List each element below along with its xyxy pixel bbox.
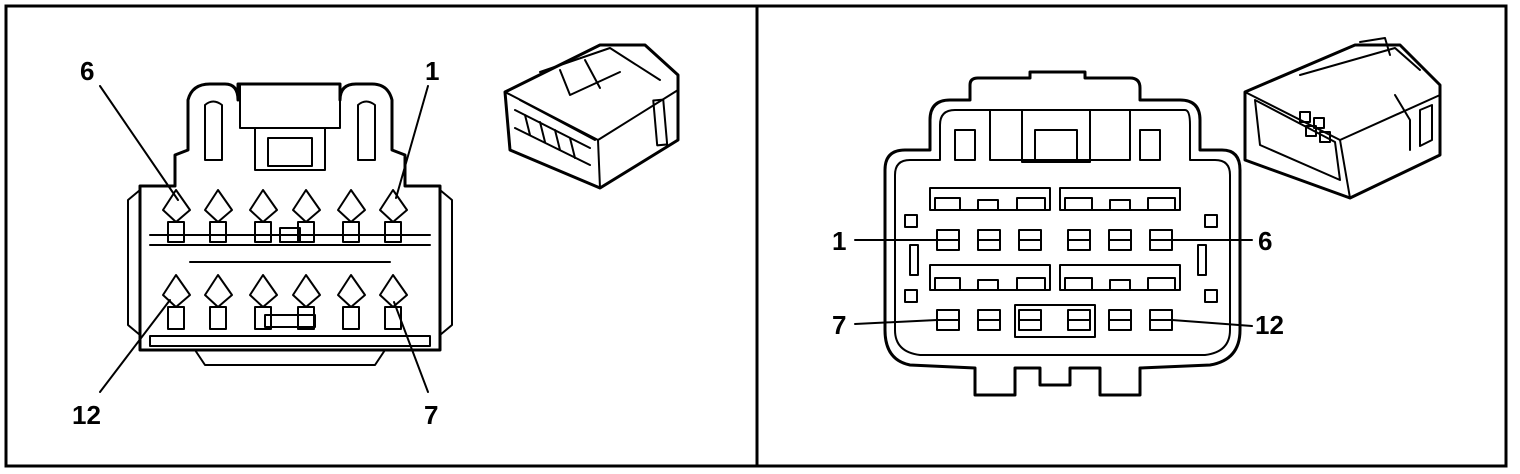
- male-pin-label-1: 1: [832, 226, 846, 256]
- female-pin-label-1: 1: [425, 56, 439, 86]
- terminal-row-lower: [936, 304, 1173, 338]
- female-pin-label-12: 12: [72, 400, 101, 430]
- male-pin-label-6: 6: [1258, 226, 1272, 256]
- panel-frame-right: [755, 4, 1508, 468]
- female-pin-label-6: 6: [80, 56, 94, 86]
- female-pin-label-7: 7: [424, 400, 438, 430]
- female-connector-iso-view: [503, 43, 680, 190]
- male-pin-label-12: 12: [1255, 310, 1284, 340]
- male-connector-face: [854, 70, 1253, 397]
- male-connector-iso-view: [1243, 37, 1442, 200]
- terminal-row-upper: [936, 229, 1173, 251]
- cavity-row-upper: [162, 189, 408, 243]
- cavity-row-lower: [162, 274, 408, 330]
- female-connector-face: [99, 82, 453, 393]
- male-pin-label-7: 7: [832, 310, 846, 340]
